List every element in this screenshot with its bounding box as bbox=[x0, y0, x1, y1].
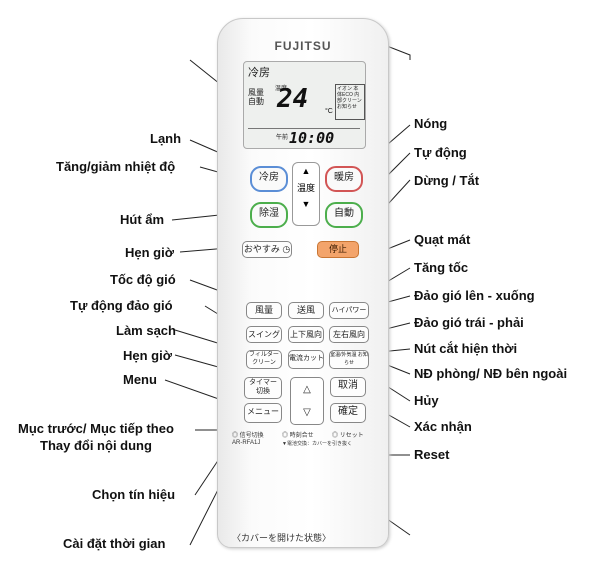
lcd-time: 10:00 bbox=[289, 129, 335, 147]
leftright-vane-button[interactable]: 左右風向 bbox=[329, 326, 369, 343]
label-sleep-timer: Hẹn giờ bbox=[125, 245, 174, 260]
label-prev-next: Mục trước/ Mục tiếp theo bbox=[18, 421, 174, 436]
label-clock: Cài đặt thời gian bbox=[63, 536, 166, 551]
up-button[interactable]: △ bbox=[303, 384, 311, 395]
temp-up-button[interactable]: ▲ bbox=[301, 166, 311, 176]
label-change: Thay đổi nội dung bbox=[40, 438, 152, 453]
swing-button[interactable]: スイング bbox=[246, 326, 282, 343]
lcd-temp-caption: 温度 bbox=[275, 86, 288, 92]
temperature-control: ▲ 温度 ▼ bbox=[292, 162, 320, 226]
label-room-temp: NĐ phòng/ NĐ bên ngoài bbox=[414, 366, 568, 381]
down-button[interactable]: ▽ bbox=[303, 407, 311, 418]
label-cool: Lạnh bbox=[150, 131, 182, 146]
label-leftright: Đảo gió trái - phải bbox=[414, 315, 524, 330]
label-reset: Reset bbox=[414, 447, 450, 462]
label-auto-swing: Tự động đảo gió bbox=[70, 298, 173, 313]
lcd-divider bbox=[248, 128, 360, 129]
label-stop: Dừng / Tắt bbox=[414, 173, 480, 188]
remote-control: FUJITSU 冷房 風量 自動 温度 24 °C イオン 本体ECO 内部クリ… bbox=[217, 18, 389, 548]
label-updown: Đảo gió lên - xuống bbox=[414, 288, 535, 303]
label-fan: Quạt mát bbox=[414, 232, 471, 247]
fan-speed-button[interactable]: 風量 bbox=[246, 302, 282, 319]
label-auto: Tự động bbox=[414, 145, 467, 160]
lcd-ion-panel: イオン 本体ECO 内部クリーン お知らせ bbox=[335, 84, 365, 120]
heat-button[interactable]: 暖房 bbox=[325, 166, 363, 192]
reset-switch[interactable]: ◎ リセット bbox=[332, 433, 364, 439]
filter-clean-button[interactable]: フィルター クリーン bbox=[246, 350, 282, 369]
lcd-fan: 風量 自動 bbox=[248, 88, 264, 106]
label-timer: Hẹn giờ bbox=[123, 348, 172, 363]
nav-pad: △ ▽ bbox=[290, 377, 324, 425]
label-cancel: Hủy bbox=[414, 393, 439, 408]
signal-switch[interactable]: ◎ 信号切換 bbox=[232, 433, 264, 439]
lcd-unit: °C bbox=[325, 108, 333, 115]
temp-down-button[interactable]: ▼ bbox=[301, 199, 311, 209]
dry-button[interactable]: 除湿 bbox=[250, 202, 288, 228]
lcd-temperature: 24 bbox=[277, 84, 309, 114]
lcd-mode: 冷房 bbox=[248, 67, 270, 79]
label-fan-speed: Tốc độ gió bbox=[110, 272, 176, 287]
current-cut-button[interactable]: 電流カット bbox=[288, 350, 324, 369]
auto-button[interactable]: 自動 bbox=[325, 202, 363, 228]
temp-label: 温度 bbox=[296, 183, 315, 193]
brand-logo: FUJITSU bbox=[274, 39, 332, 53]
label-temp: Tăng/giảm nhiệt độ bbox=[56, 159, 176, 174]
lcd-display: 冷房 風量 自動 温度 24 °C イオン 本体ECO 内部クリーン お知らせ … bbox=[243, 61, 366, 149]
updown-vane-button[interactable]: 上下風向 bbox=[288, 326, 324, 343]
cool-button[interactable]: 冷房 bbox=[250, 166, 288, 192]
confirm-button[interactable]: 確定 bbox=[330, 403, 366, 423]
timer-button[interactable]: タイマー 切換 bbox=[244, 377, 282, 399]
battery-note: ▼電池交換：カバーを引き抜く bbox=[282, 441, 352, 447]
label-confirm: Xác nhận bbox=[414, 419, 472, 434]
label-powerful: Tăng tốc bbox=[414, 260, 469, 275]
model-number: AR-RFA1J bbox=[232, 440, 261, 446]
fan-mode-button[interactable]: 送風 bbox=[288, 302, 324, 319]
label-dry: Hút ẩm bbox=[120, 212, 165, 227]
stop-button[interactable]: 停止 bbox=[317, 241, 359, 258]
label-heat: Nóng bbox=[414, 116, 448, 131]
label-signal: Chọn tín hiệu bbox=[92, 487, 176, 502]
label-clean: Làm sạch bbox=[116, 323, 176, 338]
room-temp-button[interactable]: 室温/外気温 お知らせ bbox=[329, 350, 369, 369]
clock-set[interactable]: ◎ 時刻合せ bbox=[282, 433, 314, 439]
cancel-button[interactable]: 取消 bbox=[330, 377, 366, 397]
caption: 〈カバーを開けた状態〉 bbox=[232, 533, 332, 543]
lcd-ampm: 午前 bbox=[276, 135, 289, 141]
sleep-button[interactable]: おやすみ ◷ bbox=[242, 241, 292, 258]
label-menu: Menu bbox=[123, 372, 157, 387]
powerful-button[interactable]: ハイパワー bbox=[329, 302, 369, 319]
label-current-cut: Nút cắt hiện thời bbox=[414, 341, 518, 356]
menu-button[interactable]: メニュー bbox=[244, 403, 282, 423]
